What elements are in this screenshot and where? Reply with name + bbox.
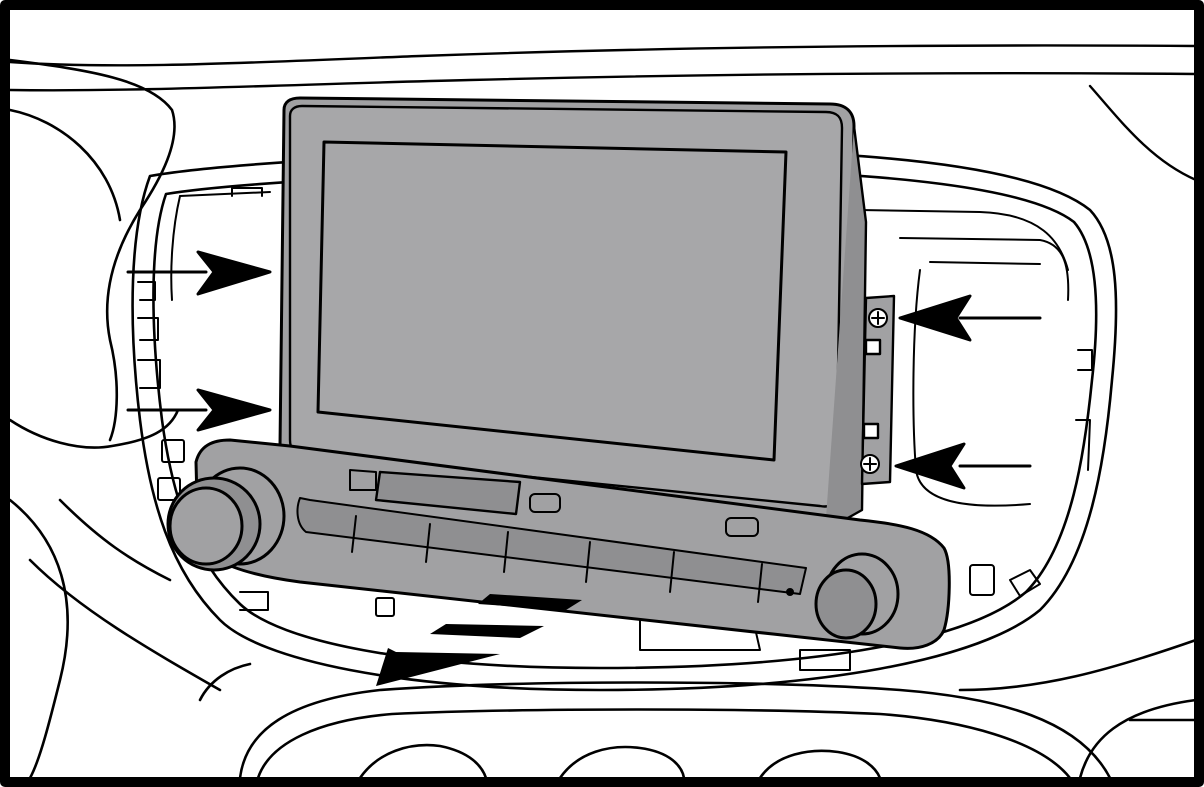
mounting-screw xyxy=(860,454,880,474)
preset-buttons xyxy=(351,493,794,603)
push-arrow xyxy=(126,250,272,296)
volume-knob xyxy=(166,466,286,572)
dashboard-trim xyxy=(8,44,1198,182)
push-arrow xyxy=(898,294,1042,342)
tuning-knob xyxy=(814,552,900,640)
push-arrow xyxy=(126,388,272,432)
mounting-screw xyxy=(868,308,888,328)
side-bracket xyxy=(860,294,896,486)
push-arrow xyxy=(894,442,1032,490)
lower-console xyxy=(198,638,1198,780)
pull-out-arrow xyxy=(376,594,582,686)
display-unit xyxy=(278,96,868,530)
left-vent-housing xyxy=(8,58,222,780)
control-strip xyxy=(194,438,951,650)
